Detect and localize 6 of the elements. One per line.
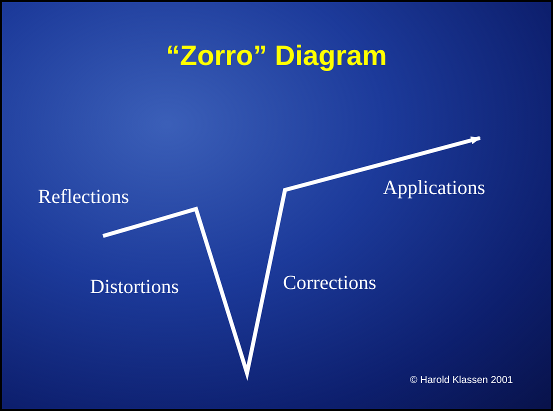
stage-label: Corrections — [283, 272, 376, 295]
stage-label: Reflections — [38, 186, 130, 209]
slide-title: “Zorro” Diagram — [165, 40, 388, 72]
copyright-note: © Harold Klassen 2001 — [410, 375, 513, 386]
stage-label: Distortions — [90, 276, 179, 299]
stage-label: Applications — [383, 177, 486, 200]
